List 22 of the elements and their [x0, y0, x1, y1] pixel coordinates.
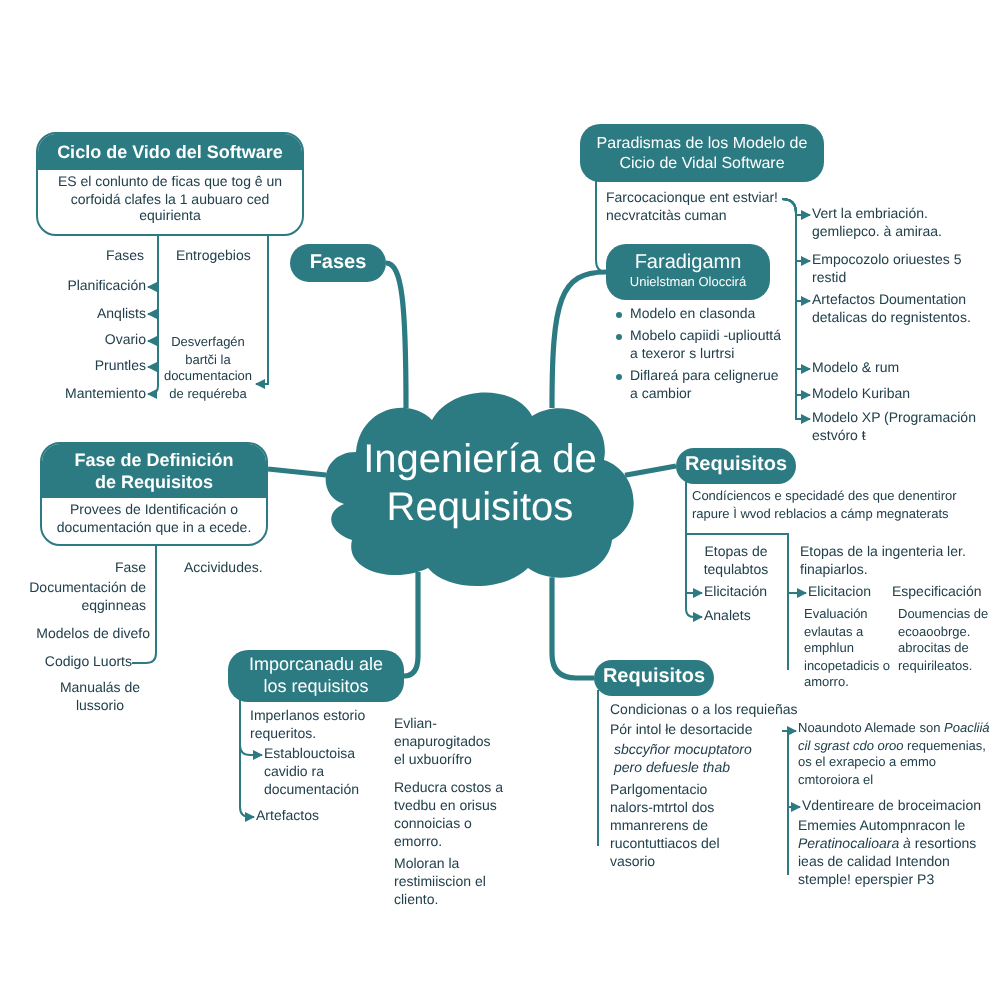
topic-card [36, 132, 304, 235]
arrow [781, 726, 797, 736]
topic-pill [606, 244, 770, 300]
arrow [781, 730, 801, 876]
topic-pill: Fases [290, 244, 386, 282]
arrow [255, 234, 269, 389]
topic-pill: Paradismas de los Modelo de Cicio de Vidal Software [580, 124, 824, 182]
connector-line [549, 577, 594, 681]
arrow [685, 481, 807, 671]
central-topic-title: Ingeniería de Requisitos [361, 436, 599, 532]
connector-line [267, 466, 327, 478]
topic-pill: Imporcanadu ale los requisitos [228, 650, 404, 702]
topic-pill: Requisitos [594, 660, 714, 696]
card-header: Fase de Definición de Requisitos [42, 444, 266, 498]
topic-card [40, 442, 268, 546]
connector-line [549, 269, 607, 408]
card-header: Ciclo de Vido del Software [38, 134, 302, 170]
connector-line [385, 260, 409, 408]
topic-pill: Requisitos [676, 448, 796, 484]
connector-line [624, 463, 677, 478]
pill-title: Faradigamn [634, 252, 742, 276]
connector-line [595, 180, 607, 273]
